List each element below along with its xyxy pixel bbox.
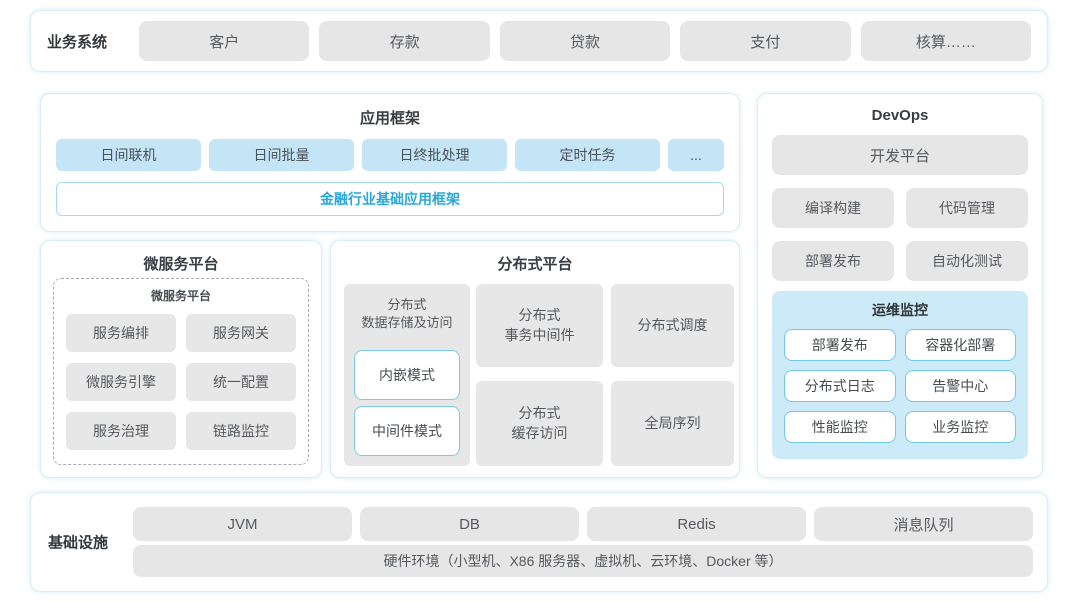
business-item-customer: 客户 [139,21,310,61]
ms-service-gateway: 服务网关 [186,314,296,352]
business-item-accounting: 核算…… [860,21,1032,61]
mon-business: 业务监控 [904,411,1016,443]
distributed-storage-label: 分布式 数据存储及访问 [361,297,453,330]
storage-embedded-mode: 内嵌模式 [354,350,460,400]
finance-base-framework: 金融行业基础应用框架 [56,182,724,216]
infra-redis: Redis [587,507,806,541]
ops-monitoring-group: 运维监控 部署发布 容器化部署 分布式日志 告警中心 性能监控 业务监控 [772,291,1028,459]
infrastructure-label: 基础设施 [48,534,109,552]
devops-title: DevOps [871,107,929,124]
mon-container-deploy: 容器化部署 [904,329,1016,361]
mon-deploy-release: 部署发布 [784,329,896,361]
distributed-platform-title: 分布式平台 [497,256,573,273]
microservice-platform-title: 微服务平台 [143,256,219,273]
microservice-inner-group: 微服务平台 服务编排 服务网关 微服务引擎 统一配置 服务治理 链路监控 [53,278,309,465]
business-systems-label: 业务系统 [47,33,108,51]
microservice-grid: 服务编排 服务网关 微服务引擎 统一配置 服务治理 链路监控 [54,314,308,450]
app-framework-modules: 日间联机 日间批量 日终批处理 定时任务 ... [41,139,739,171]
global-sequence: 全局序列 [611,381,734,466]
distributed-storage-group: 分布式 数据存储及访问 内嵌模式 中间件模式 [344,284,470,466]
app-framework-title: 应用框架 [359,110,420,127]
dev-platform: 开发平台 [772,135,1028,175]
module-scheduled-task: 定时任务 [515,139,660,171]
tool-automated-testing: 自动化测试 [906,241,1028,281]
business-systems-panel: 业务系统 客户 存款 贷款 支付 核算…… [30,10,1048,72]
microservice-inner-title: 微服务平台 [150,289,211,303]
ms-engine: 微服务引擎 [66,363,176,401]
app-framework-panel: 应用框架 日间联机 日间批量 日终批处理 定时任务 ... 金融行业基础应用框架 [40,93,740,232]
ms-governance: 服务治理 [66,412,176,450]
ops-monitoring-grid: 部署发布 容器化部署 分布式日志 告警中心 性能监控 业务监控 [772,329,1028,443]
module-more: ... [668,139,724,171]
distributed-scheduling: 分布式调度 [611,284,734,367]
distributed-transaction-middleware: 分布式 事务中间件 [476,284,603,367]
infra-jvm: JVM [133,507,352,541]
ops-monitoring-title: 运维监控 [872,302,928,318]
distributed-cache-access: 分布式 缓存访问 [476,381,603,466]
ms-service-orchestration: 服务编排 [66,314,176,352]
infra-message-queue: 消息队列 [814,507,1033,541]
business-item-loan: 贷款 [499,21,671,61]
devops-tools-grid: 编译构建 代码管理 部署发布 自动化测试 [758,188,1042,281]
mon-alert-center: 告警中心 [904,370,1016,402]
infrastructure-panel: 基础设施 JVM DB Redis 消息队列 硬件环境（小型机、X86 服务器、… [30,492,1048,592]
infra-db: DB [360,507,579,541]
module-daytime-batch: 日间批量 [209,139,354,171]
ms-trace-monitoring: 链路监控 [186,412,296,450]
microservice-platform-panel: 微服务平台 微服务平台 服务编排 服务网关 微服务引擎 统一配置 服务治理 链路… [40,240,322,478]
ms-unified-config: 统一配置 [186,363,296,401]
mon-performance: 性能监控 [784,411,896,443]
business-item-deposit: 存款 [319,21,490,61]
infrastructure-rows: JVM DB Redis 消息队列 硬件环境（小型机、X86 服务器、虚拟机、云… [133,507,1033,577]
infrastructure-runtime-row: JVM DB Redis 消息队列 [133,507,1033,541]
infra-hardware-environment: 硬件环境（小型机、X86 服务器、虚拟机、云环境、Docker 等） [133,545,1033,577]
storage-middleware-mode: 中间件模式 [354,406,460,456]
tool-build-compile: 编译构建 [772,188,894,228]
tool-code-management: 代码管理 [906,188,1028,228]
module-daytime-online: 日间联机 [56,139,201,171]
devops-panel: DevOps 开发平台 编译构建 代码管理 部署发布 自动化测试 运维监控 部署… [757,93,1043,478]
tool-deploy-release: 部署发布 [772,241,894,281]
distributed-platform-panel: 分布式平台 分布式 数据存储及访问 内嵌模式 中间件模式 分布式 事务中间件 分… [330,240,740,478]
mon-distributed-log: 分布式日志 [784,370,896,402]
module-eod-batch: 日终批处理 [362,139,507,171]
business-item-payment: 支付 [680,21,851,61]
